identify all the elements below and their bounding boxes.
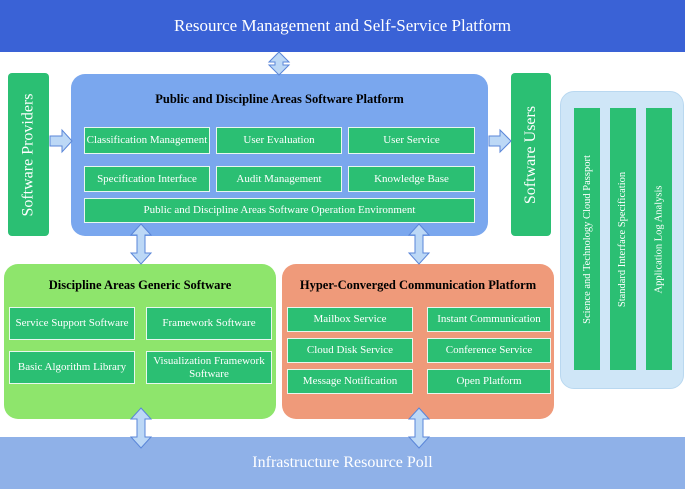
top-banner: Resource Management and Self-Service Pla… <box>0 0 685 52</box>
conference-service-cell: Conference Service <box>427 338 551 363</box>
message-notification-cell: Message Notification <box>287 369 413 394</box>
hyper-converged-box: Hyper-Converged Communication Platform M… <box>282 264 554 419</box>
user-evaluation-cell: User Evaluation <box>216 127 342 154</box>
arrow-platform-to-hyper <box>407 223 431 265</box>
arrow-discipline-to-bottom <box>129 407 153 449</box>
classification-management-cell: Classification Management <box>84 127 210 154</box>
application-log-analysis-column: Application Log Analysis <box>646 108 672 370</box>
cloud-disk-service-cell: Cloud Disk Service <box>287 338 413 363</box>
specification-interface-cell: Specification Interface <box>84 166 210 192</box>
mailbox-service-cell: Mailbox Service <box>287 307 413 332</box>
bottom-banner: Infrastructure Resource Poll <box>0 437 685 489</box>
software-users-box: Software Users <box>511 73 551 236</box>
discipline-generic-box: Discipline Areas Generic Software Servic… <box>4 264 276 419</box>
discipline-generic-title: Discipline Areas Generic Software <box>48 278 232 292</box>
standard-interface-specification-column: Standard Interface Specification <box>610 108 636 370</box>
software-providers-box: Software Providers <box>8 73 49 236</box>
arrow-platform-to-users <box>488 128 512 154</box>
knowledge-base-cell: Knowledge Base <box>348 166 475 192</box>
audit-management-cell: Audit Management <box>216 166 342 192</box>
right-panel-box: Science and Technology Cloud Passport St… <box>560 91 684 389</box>
public-platform-box: Public and Discipline Areas Software Pla… <box>71 74 488 236</box>
public-platform-title: Public and Discipline Areas Software Pla… <box>155 92 404 106</box>
instant-communication-cell: Instant Communication <box>427 307 551 332</box>
arrow-hyper-to-bottom <box>407 407 431 449</box>
visualization-framework-software-cell: Visualization Framework Software <box>146 351 272 384</box>
science-technology-cloud-passport-column: Science and Technology Cloud Passport <box>574 108 600 370</box>
basic-algorithm-library-cell: Basic Algorithm Library <box>9 351 135 384</box>
operation-environment-cell: Public and Discipline Areas Software Ope… <box>84 198 475 223</box>
framework-software-cell: Framework Software <box>146 307 272 340</box>
open-platform-cell: Open Platform <box>427 369 551 394</box>
arrow-platform-to-discipline <box>129 223 153 265</box>
service-support-software-cell: Service Support Software <box>9 307 135 340</box>
hyper-converged-title: Hyper-Converged Communication Platform <box>299 278 537 292</box>
arrow-top-to-platform <box>267 51 291 76</box>
arrow-providers-to-platform <box>49 128 73 154</box>
user-service-cell: User Service <box>348 127 475 154</box>
